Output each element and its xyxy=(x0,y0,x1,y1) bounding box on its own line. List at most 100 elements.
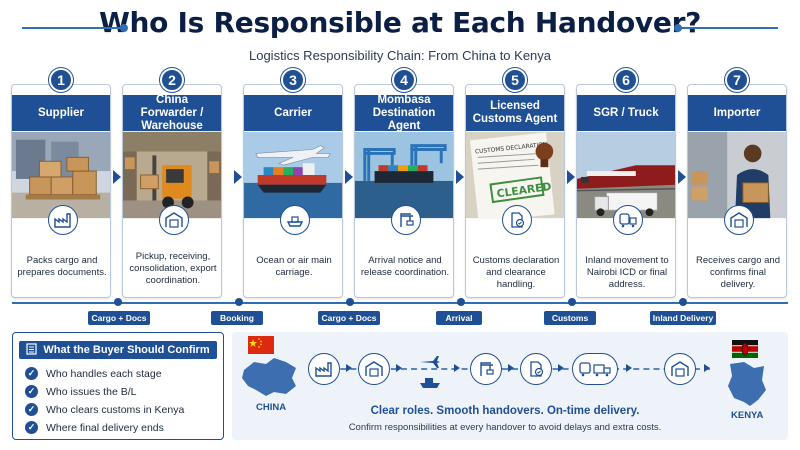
customs-document-icon xyxy=(520,353,552,385)
title-rule-left xyxy=(22,27,122,29)
stage-description: Receives cargo and confirms final delive… xyxy=(696,255,780,290)
page-title: Who Is Responsible at Each Handover? xyxy=(98,6,702,39)
factory-icon xyxy=(308,353,340,385)
flow-arrow xyxy=(456,170,464,184)
confirm-panel-header: What the Buyer Should Confirm xyxy=(19,341,217,359)
stage-number-badge: 5 xyxy=(503,68,527,92)
confirm-item-text: Who handles each stage xyxy=(46,367,162,380)
train-truck-image xyxy=(577,131,675,219)
stage-number-badge: 2 xyxy=(160,68,184,92)
stage-card-customs-agent: Licensed Customs Agent CUSTOMS DECLARATI… xyxy=(465,84,565,298)
stage-title: Mombasa Destination Agent xyxy=(355,94,453,132)
checklist-icon xyxy=(26,342,37,358)
stage-card-supplier: Supplier Packs cargo and prepares docume… xyxy=(11,84,111,298)
plane-icon xyxy=(414,346,446,378)
stage-title: SGR / Truck xyxy=(577,95,675,131)
stage-number-badge: 6 xyxy=(614,68,638,92)
china-map-icon xyxy=(242,358,296,396)
route-chevron xyxy=(396,364,402,372)
ship-icon xyxy=(280,205,310,235)
stage-description: Inland movement to Nairobi ICD or final … xyxy=(585,255,669,290)
timeline-dot xyxy=(457,298,465,306)
check-icon: ✓ xyxy=(25,367,38,380)
flow-arrow xyxy=(567,170,575,184)
handover-label: Customs xyxy=(544,311,596,325)
warehouse-icon xyxy=(358,353,390,385)
route-chevron xyxy=(704,364,710,372)
confirm-item-text: Who issues the B/L xyxy=(46,385,137,398)
ship-icon xyxy=(414,366,446,398)
stage-card-carrier: Carrier Ocean or air main carriage. xyxy=(243,84,343,298)
customs-document-icon xyxy=(502,205,532,235)
stage-number-badge: 3 xyxy=(281,68,305,92)
kenya-flag xyxy=(732,340,758,358)
stage-card-sgr-truck: SGR / Truck Inland movement to Nairobi I… xyxy=(576,84,676,298)
port-crane-icon xyxy=(391,205,421,235)
stage-title: Licensed Customs Agent xyxy=(466,95,564,131)
handover-label: Inland Delivery xyxy=(650,311,716,325)
stage-title: China Forwarder / Warehouse xyxy=(123,94,221,132)
page-subtitle: Logistics Responsibility Chain: From Chi… xyxy=(248,48,552,63)
stage-title: Supplier xyxy=(12,95,110,131)
stage-card-mombasa-agent: Mombasa Destination Agent Arrival notice… xyxy=(354,84,454,298)
china-flag xyxy=(248,336,274,354)
confirm-item-text: Where final delivery ends xyxy=(46,421,164,434)
route-chevron xyxy=(558,364,564,372)
confirm-item: ✓ Who issues the B/L xyxy=(25,385,136,398)
confirm-item-text: Who clears customs in Kenya xyxy=(46,403,185,416)
stage-description: Arrival notice and release coordination. xyxy=(360,255,450,278)
flow-arrow xyxy=(345,170,353,184)
forklift-warehouse-image xyxy=(123,131,221,219)
flow-arrow xyxy=(113,170,121,184)
timeline-dot xyxy=(114,298,122,306)
customs-stamp-image: CUSTOMS DECLARATION CLEARED xyxy=(466,131,564,219)
route-note: Confirm responsibilities at every handov… xyxy=(348,422,662,433)
stage-card-importer: Importer Receives cargo and confirms fin… xyxy=(687,84,787,298)
route-chevron xyxy=(508,364,514,372)
check-icon: ✓ xyxy=(25,403,38,416)
ship-plane-image xyxy=(244,131,342,219)
destination-label: KENYA xyxy=(731,410,764,421)
confirm-panel-title: What the Buyer Should Confirm xyxy=(43,344,210,356)
stage-number-badge: 4 xyxy=(392,68,416,92)
title-dot-left xyxy=(120,24,128,32)
route-chevron xyxy=(346,364,352,372)
route-panel xyxy=(232,332,788,440)
check-icon: ✓ xyxy=(25,421,38,434)
stage-description: Customs declaration and clearance handli… xyxy=(472,255,560,290)
handover-label: Cargo + Docs xyxy=(88,311,150,325)
timeline-dot xyxy=(679,298,687,306)
route-chevron xyxy=(626,364,632,372)
port-crane-icon xyxy=(470,353,502,385)
stage-description: Ocean or air main carriage. xyxy=(256,255,332,278)
confirm-item: ✓ Who handles each stage xyxy=(25,367,162,380)
stage-number-badge: 7 xyxy=(725,68,749,92)
timeline-dot xyxy=(568,298,576,306)
factory-icon xyxy=(48,205,78,235)
buyer-confirm-panel: What the Buyer Should Confirm ✓ Who hand… xyxy=(12,332,224,440)
stage-title: Importer xyxy=(688,95,786,131)
handover-timeline xyxy=(12,302,788,304)
handover-label: Cargo + Docs xyxy=(318,311,380,325)
title-rule-right xyxy=(678,27,778,29)
stage-description: Pickup, receiving, consolidation, export… xyxy=(129,251,217,286)
flow-arrow xyxy=(678,170,686,184)
confirm-item: ✓ Where final delivery ends xyxy=(25,421,164,434)
route-chevron xyxy=(454,364,460,372)
warehouse-icon xyxy=(664,353,696,385)
stage-description: Packs cargo and prepares documents. xyxy=(17,255,107,278)
stage-number-badge: 1 xyxy=(49,68,73,92)
warehouse-icon xyxy=(159,205,189,235)
train-truck-icon xyxy=(613,205,643,235)
handover-label: Arrival xyxy=(436,311,482,325)
confirm-item: ✓ Who clears customs in Kenya xyxy=(25,403,184,416)
train-truck-icon xyxy=(572,353,618,385)
stage-title: Carrier xyxy=(244,95,342,131)
title-dot-right xyxy=(674,24,682,32)
origin-label: CHINA xyxy=(256,402,287,413)
handover-label: Booking xyxy=(211,311,263,325)
timeline-dot xyxy=(235,298,243,306)
timeline-dot xyxy=(346,298,354,306)
check-icon: ✓ xyxy=(25,385,38,398)
kenya-map-icon xyxy=(728,362,766,406)
